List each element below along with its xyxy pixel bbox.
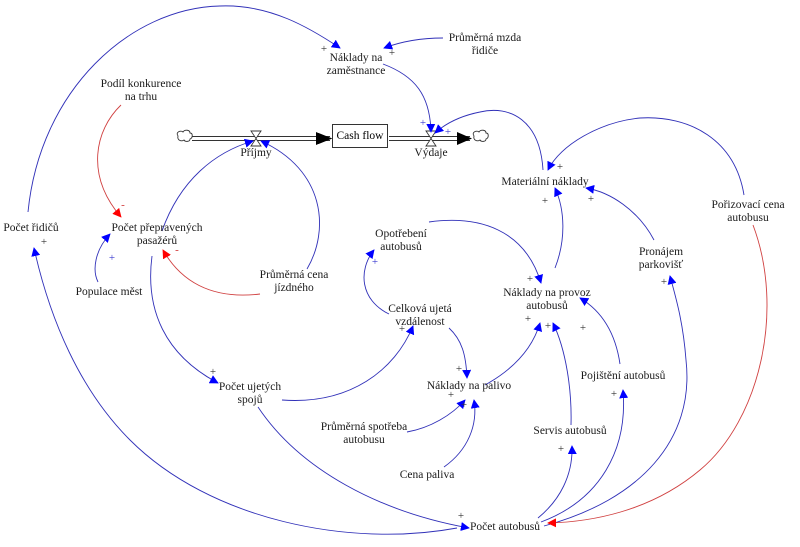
link-pojisteni-to-provoz [579, 297, 621, 365]
polarity-plus: + [40, 236, 48, 248]
link-pronajem-to-materialni [585, 184, 655, 241]
link-populace-to-pasazeri [94, 233, 111, 283]
var-naklady-palivo[interactable]: Náklady na palivo [426, 380, 512, 392]
polarity-plus: + [455, 363, 463, 375]
link-konkurence-to-pasazeri [97, 104, 122, 218]
polarity-plus: + [447, 389, 455, 401]
link-pasazeri-to-prijmy [161, 138, 254, 232]
link-mzda-to-naklady-zamestnance [383, 37, 444, 50]
outflow-arrowhead [457, 132, 472, 145]
link-spoje-to-autobusy [257, 406, 470, 531]
polarity-plus: + [371, 256, 379, 268]
inflow-pipe [192, 132, 333, 145]
link-cena-paliva-to-palivo [443, 399, 480, 468]
polarity-plus: + [610, 388, 618, 400]
link-cena-jizdneho-to-pasazeri [162, 249, 261, 296]
link-porizovaci-to-materialni [547, 117, 745, 196]
polarity-plus: + [398, 323, 406, 335]
link-ridici-to-naklady-zamestnance [27, 5, 341, 213]
var-populace[interactable]: Populace měst [75, 286, 143, 298]
polarity-plus: + [541, 195, 549, 207]
link-porizovaci-to-autobusy [547, 224, 768, 528]
polarity-plus: + [544, 320, 552, 332]
polarity-plus: + [660, 276, 668, 288]
var-pocet-autobusu[interactable]: Počet autobusů [470, 521, 540, 533]
link-materialni-to-vydaje [434, 109, 544, 171]
polarity-plus: + [526, 273, 534, 285]
link-pasazeri-to-spoje [150, 255, 219, 384]
polarity-plus: + [457, 510, 465, 522]
inflow-valve-icon [250, 130, 262, 147]
link-vzdalenost-to-opotrebeni [363, 249, 390, 315]
link-provoz-to-materialni [554, 187, 564, 269]
flow-prijmy[interactable]: Příjmy [240, 147, 272, 159]
source-cloud-icon [176, 129, 193, 142]
var-materialni-naklady[interactable]: Materiální náklady [501, 176, 589, 188]
link-opotrebeni-to-provoz [428, 219, 543, 284]
polarity-minus: - [175, 244, 179, 256]
flow-vydaje[interactable]: Výdaje [414, 147, 448, 159]
polarity-plus: + [460, 399, 468, 411]
link-spoje-to-vzdalenost [281, 325, 415, 401]
polarity-plus: + [444, 126, 452, 138]
var-cena-paliva[interactable]: Cena paliva [399, 469, 455, 481]
link-autobusy-to-pronajem [543, 275, 688, 527]
polarity-plus: + [524, 313, 532, 325]
outflow-valve-icon [425, 130, 437, 147]
var-pojisteni[interactable]: Pojištění autobusů [580, 370, 666, 382]
stock-cash-flow[interactable]: Cash flow [332, 124, 388, 148]
link-autobusy-to-pojisteni [540, 389, 629, 523]
link-spotreba-to-palivo [406, 399, 466, 433]
link-vzdalenost-to-palivo [448, 327, 472, 379]
polarity-plus: + [209, 366, 217, 378]
link-cena-jizdneho-to-prijmy [260, 140, 320, 270]
link-palivo-to-provoz [484, 322, 543, 386]
polarity-plus: + [108, 252, 116, 264]
link-naklady-zamestnance-to-vydaje [382, 63, 436, 133]
var-servis[interactable]: Servis autobusů [533, 425, 607, 437]
polarity-plus: + [556, 161, 564, 173]
polarity-plus: + [579, 322, 587, 334]
polarity-plus: + [320, 43, 328, 55]
stock-label: Cash flow [336, 130, 384, 142]
polarity-plus: + [419, 117, 427, 129]
polarity-minus: - [121, 199, 125, 211]
var-pocet-ridicu[interactable]: Počet řidičů [3, 222, 59, 234]
link-servis-to-provoz [552, 322, 572, 426]
polarity-plus: + [388, 47, 396, 59]
polarity-plus: + [587, 193, 595, 205]
inflow-arrowhead [316, 132, 331, 145]
link-autobusy-to-servis [537, 445, 577, 519]
link-autobusy-to-ridici [31, 247, 458, 535]
sink-cloud-icon [472, 129, 489, 142]
polarity-plus: + [557, 443, 565, 455]
